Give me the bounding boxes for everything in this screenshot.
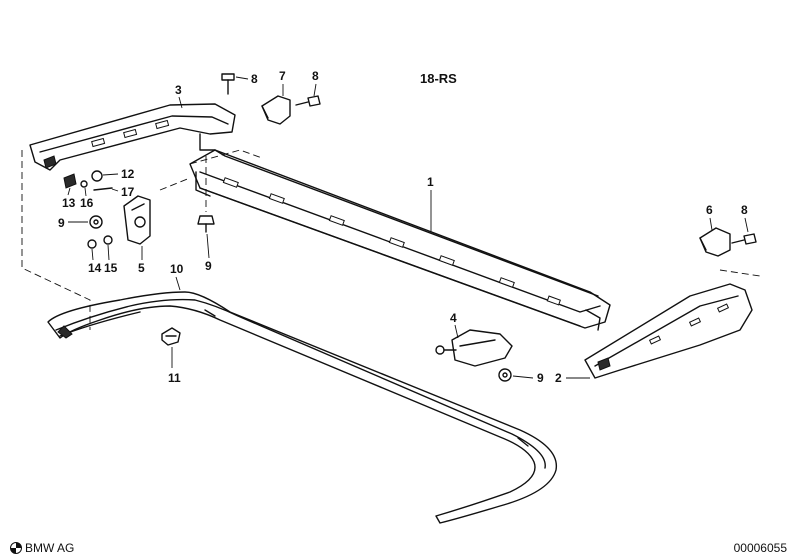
callout-6: 6: [706, 203, 713, 217]
callout-17: 17: [121, 185, 135, 199]
group-code-label: 18-RS: [420, 71, 457, 86]
part-8-bolt-c[interactable]: [731, 233, 757, 245]
part-10-trim-strip[interactable]: [47, 291, 558, 524]
part-13-clip[interactable]: [63, 173, 77, 189]
callout-3: 3: [175, 83, 182, 97]
leader-9-b: [206, 233, 210, 259]
callout-11: 11: [168, 371, 181, 385]
part-9-nut-c[interactable]: [498, 368, 512, 382]
leader-10: [175, 276, 181, 291]
copyright-text: BMW AG: [25, 541, 75, 555]
leader-3: [178, 96, 183, 109]
part-12-screw[interactable]: [91, 170, 103, 182]
callout-9-b: 9: [205, 259, 212, 273]
callout-16: 16: [80, 196, 94, 210]
callout-9-a: 9: [58, 216, 65, 230]
leader-17: [111, 188, 119, 192]
part-16-washer[interactable]: [80, 180, 88, 188]
callout-13: 13: [62, 196, 76, 210]
leader-8-a: [235, 76, 249, 80]
part-14-washer[interactable]: [87, 239, 97, 249]
callout-8-c: 8: [741, 203, 748, 217]
callout-1: 1: [427, 175, 434, 189]
callout-8-a: 8: [251, 72, 258, 86]
callout-15: 15: [104, 261, 118, 275]
part-9-nut-b[interactable]: [197, 215, 215, 233]
leader-4: [454, 324, 459, 339]
part-7-hook[interactable]: [261, 95, 291, 125]
callout-7: 7: [279, 69, 286, 83]
bmw-logo-icon: [10, 542, 22, 554]
leader-12: [102, 173, 119, 176]
part-3-side-bracket[interactable]: [29, 103, 236, 171]
callout-14: 14: [88, 261, 102, 275]
part-17-screw[interactable]: [93, 187, 113, 191]
part-9-nut-a[interactable]: [89, 215, 103, 229]
part-15-washer[interactable]: [103, 235, 113, 245]
part-8-bolt-a[interactable]: [221, 73, 235, 95]
callout-10: 10: [170, 262, 184, 276]
leader-8-c: [744, 217, 749, 233]
leader-8-b: [313, 83, 317, 97]
leader-15: [107, 244, 110, 261]
leader-9-c: [512, 375, 534, 379]
callout-5: 5: [138, 261, 145, 275]
assembly-guide-lines: [21, 149, 761, 330]
part-4-bracket[interactable]: [435, 329, 513, 367]
callout-9-c: 9: [537, 371, 544, 385]
callout-8-b: 8: [312, 69, 319, 83]
part-5-bracket[interactable]: [123, 195, 151, 245]
callout-4: 4: [450, 311, 457, 325]
part-8-bolt-b[interactable]: [295, 95, 321, 107]
callout-2: 2: [555, 371, 562, 385]
part-2-end-cap[interactable]: [584, 283, 753, 379]
copyright: BMW AG: [10, 541, 74, 555]
part-1-bumper-carrier[interactable]: [189, 149, 611, 331]
part-11-clip[interactable]: [161, 327, 181, 346]
callout-12: 12: [121, 167, 135, 181]
leader-6: [709, 217, 713, 231]
part-6-hook[interactable]: [699, 227, 731, 257]
leader-14: [91, 248, 94, 261]
leader-13: [67, 187, 71, 196]
image-code: 00006055: [733, 541, 787, 555]
leader-16: [84, 187, 87, 197]
